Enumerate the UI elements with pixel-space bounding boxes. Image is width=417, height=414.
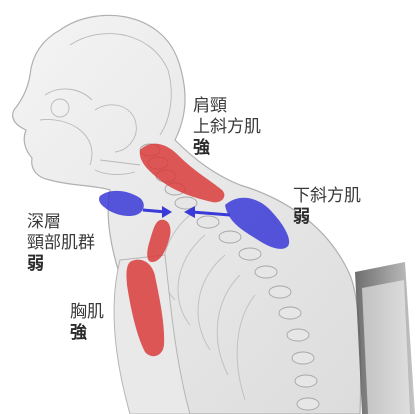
upper-trapezius-line2: 上斜方肌 bbox=[193, 117, 261, 138]
deep-neck-flexors-label: 深層 頸部肌群 弱 bbox=[27, 212, 95, 275]
lower-trapezius-label: 下斜方肌 弱 bbox=[293, 186, 361, 228]
deep-neck-flexors-strength: 弱 bbox=[27, 254, 95, 275]
chair bbox=[355, 262, 415, 414]
lower-trapezius-strength: 弱 bbox=[293, 207, 361, 228]
pectoral-strength: 強 bbox=[70, 323, 104, 344]
deep-neck-flexors-line2: 頸部肌群 bbox=[27, 233, 95, 254]
upper-trapezius-line1: 肩頸 bbox=[193, 96, 261, 117]
lower-trapezius-line1: 下斜方肌 bbox=[293, 186, 361, 207]
deep-neck-flexors-line1: 深層 bbox=[27, 212, 95, 233]
pectoral-label: 胸肌 強 bbox=[70, 302, 104, 344]
upper-trapezius-strength: 強 bbox=[193, 138, 261, 159]
pectoral-line1: 胸肌 bbox=[70, 302, 104, 323]
upper-trapezius-label: 肩頸 上斜方肌 強 bbox=[193, 96, 261, 159]
